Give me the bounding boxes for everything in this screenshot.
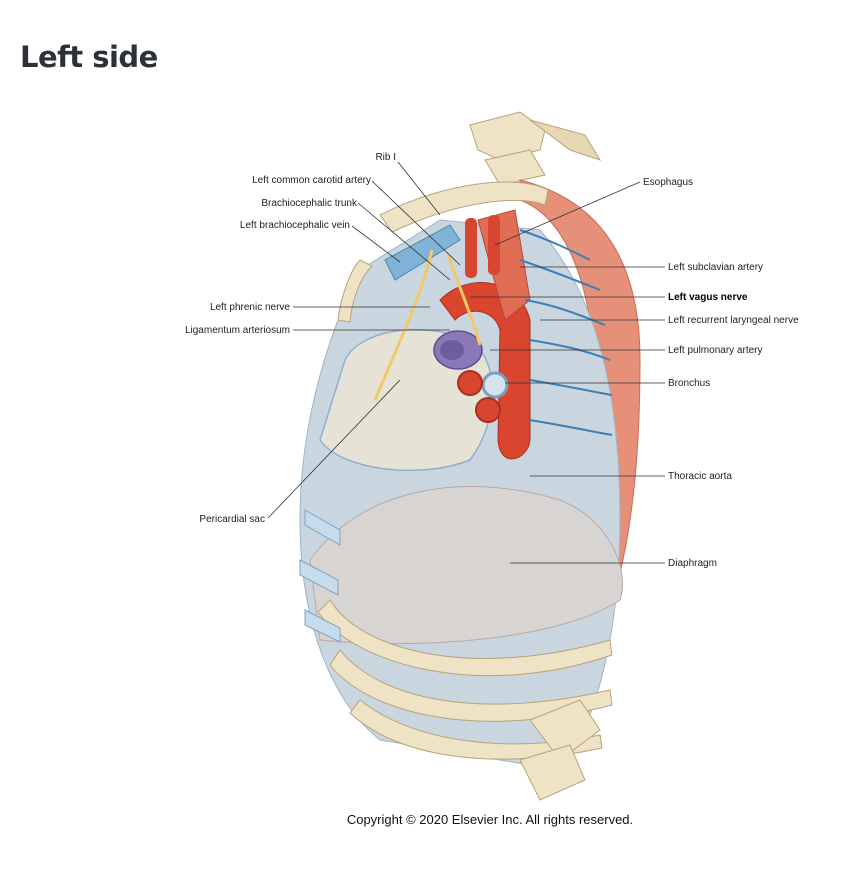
leader-lines xyxy=(267,161,665,564)
label-thoracic-aorta: Thoracic aorta xyxy=(668,471,732,482)
label-left-recurrent-laryngeal-nerve: Left recurrent laryngeal nerve xyxy=(668,315,799,326)
vertebral-column-upper xyxy=(469,111,602,186)
label-left-brachiocephalic-vein: Left brachiocephalic vein xyxy=(240,220,350,231)
ribs xyxy=(317,181,613,760)
label-left-pulmonary-artery: Left pulmonary artery xyxy=(668,345,763,356)
pulmonary-vein-1 xyxy=(457,370,483,396)
costal-cartilage xyxy=(299,509,341,643)
diaphragm xyxy=(309,486,623,645)
left-brachiocephalic-vein xyxy=(384,224,461,281)
page-title: Left side xyxy=(20,40,158,74)
label-ligamentum-arteriosum: Ligamentum arteriosum xyxy=(185,325,290,336)
label-esophagus: Esophagus xyxy=(643,177,693,188)
label-pericardial-sac: Pericardial sac xyxy=(199,514,265,525)
labels: Rib I Left common carotid artery Brachio… xyxy=(185,152,799,569)
label-rib-i: Rib I xyxy=(375,152,396,163)
label-left-common-carotid-artery: Left common carotid artery xyxy=(252,175,371,186)
pulmonary-vein-2 xyxy=(475,397,501,423)
label-left-phrenic-nerve: Left phrenic nerve xyxy=(210,302,290,313)
label-left-subclavian-artery: Left subclavian artery xyxy=(668,262,763,273)
vagus-nerve xyxy=(446,254,482,346)
label-diaphragm: Diaphragm xyxy=(668,558,717,569)
copyright-notice: Copyright © 2020 Elsevier Inc. All right… xyxy=(346,812,634,827)
thoracic-aorta xyxy=(439,282,531,460)
label-bronchus: Bronchus xyxy=(668,378,710,389)
label-left-vagus-nerve: Left vagus nerve xyxy=(668,292,748,303)
left-subclavian xyxy=(488,215,500,275)
left-common-carotid xyxy=(465,218,477,278)
phrenic-nerve xyxy=(373,249,434,401)
bronchus-ring xyxy=(481,371,509,399)
intercostal-vessels xyxy=(519,229,613,436)
vertebral-column-lower xyxy=(519,699,601,801)
label-brachiocephalic-trunk: Brachiocephalic trunk xyxy=(261,198,358,209)
